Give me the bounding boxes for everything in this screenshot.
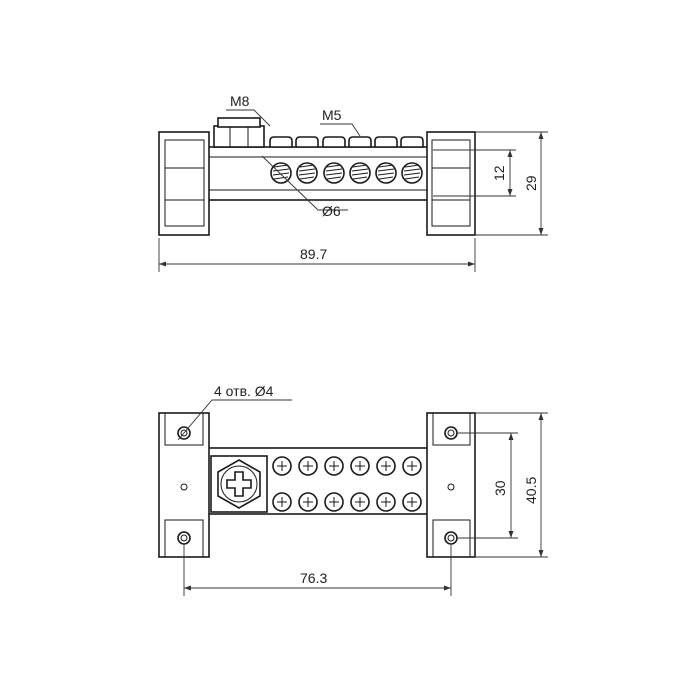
- right-end-bracket: [426, 131, 476, 236]
- hole-leader: [261, 155, 348, 211]
- mounting-holes-leader: [177, 399, 292, 441]
- height-label: 29: [523, 175, 539, 191]
- mounting-hole-icon: [444, 531, 458, 545]
- mounting-hole-icon: [177, 531, 191, 545]
- m5-leader: [320, 123, 361, 137]
- m5-label: M5: [322, 107, 342, 123]
- screw-row-bottom: [272, 492, 422, 512]
- m8-leader: [226, 109, 271, 127]
- side-view: M8 M5 Ø6 89.7 12 29: [158, 93, 548, 272]
- right-bracket-top: [426, 412, 476, 558]
- left-bracket-top: [158, 412, 210, 558]
- hole-pitch-label: 30: [492, 480, 508, 496]
- screw-row-top: [272, 456, 422, 476]
- side-holes: [270, 162, 423, 184]
- hole-diameter-label: Ø6: [322, 203, 341, 219]
- top-view: 4 отв. Ø4 76.3 30 40.5: [158, 383, 548, 596]
- hole-spacing-label: 76.3: [300, 570, 327, 586]
- busbar-body: [204, 146, 434, 201]
- mounting-hole-icon: [444, 426, 458, 440]
- m8-bolt-icon: [213, 117, 265, 148]
- m5-screw-heads: [269, 136, 424, 148]
- bolt-head-icon: [210, 455, 268, 513]
- mounting-holes-label: 4 отв. Ø4: [214, 383, 274, 399]
- left-end-bracket: [158, 131, 210, 236]
- length-label: 89.7: [300, 246, 327, 262]
- m8-label: M8: [230, 93, 250, 109]
- width-label: 40.5: [523, 477, 539, 504]
- hole-height-label: 12: [491, 165, 507, 181]
